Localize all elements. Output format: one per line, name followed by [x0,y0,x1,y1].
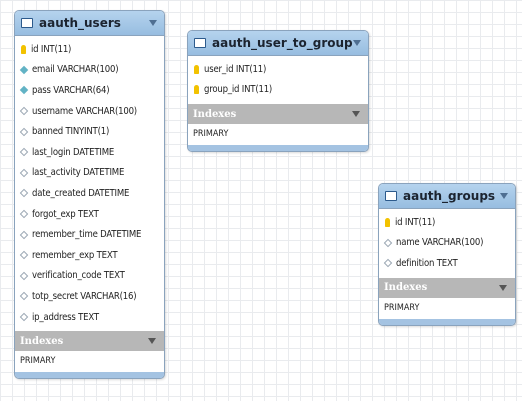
column-text: name VARCHAR(100) [396,237,484,249]
column-row[interactable]: definition TEXT [379,253,515,274]
column-row[interactable]: ip_address TEXT [15,307,164,328]
column-text: remember_time DATETIME [32,229,142,241]
collapse-triangle-icon[interactable] [353,40,361,46]
table-aauth-user-to-group[interactable]: aauth_user_to_group user_id INT(11) grou… [187,30,369,153]
empty-diamond-icon [19,312,29,322]
column-list: id INT(11) email VARCHAR(100) pass VARCH… [15,36,164,331]
table-aauth-users[interactable]: aauth_users id INT(11) email VARCHAR(100… [14,10,165,380]
index-row[interactable]: PRIMARY [379,298,515,319]
column-text: totp_secret VARCHAR(16) [32,290,137,302]
column-row[interactable]: banned TINYINT(1) [15,121,164,142]
empty-diamond-icon [19,189,29,198]
column-text: ip_address TEXT [32,311,99,323]
empty-diamond-icon [19,209,29,219]
column-text: definition TEXT [396,257,458,269]
column-text: remember_exp TEXT [32,249,118,261]
column-text: group_id INT(11) [204,84,273,96]
column-row[interactable]: remember_exp TEXT [15,245,164,266]
key-icon [21,44,26,54]
column-row[interactable]: email VARCHAR(100) [15,60,164,81]
column-row[interactable]: user_id INT(11) [188,59,368,80]
table-name: aauth_groups [403,189,496,203]
collapse-triangle-icon[interactable] [500,193,508,199]
table-header[interactable]: aauth_users [15,11,164,36]
column-row[interactable]: remember_time DATETIME [15,224,164,245]
column-text: id INT(11) [395,216,436,228]
column-list: id INT(11) name VARCHAR(100) definition … [379,209,515,278]
collapse-triangle-icon[interactable] [148,338,156,345]
column-text: forgot_exp TEXT [32,208,99,220]
column-text: verification_code TEXT [32,270,125,282]
key-icon [385,217,390,227]
filled-diamond-icon [19,65,29,75]
key-icon [194,85,199,95]
empty-diamond-icon [19,127,29,136]
index-row[interactable]: PRIMARY [15,351,164,373]
table-footer [188,145,368,152]
table-icon [21,18,33,28]
column-row[interactable]: last_activity DATETIME [15,163,164,184]
empty-diamond-icon [19,271,29,281]
column-row[interactable]: name VARCHAR(100) [379,233,515,254]
column-row[interactable]: totp_secret VARCHAR(16) [15,286,164,307]
indexes-label: Indexes [20,335,64,347]
filled-diamond-icon [19,86,29,95]
table-icon [194,38,206,48]
column-row[interactable]: date_created DATETIME [15,183,164,204]
column-row[interactable]: verification_code TEXT [15,266,164,287]
index-row[interactable]: PRIMARY [188,124,368,146]
table-header[interactable]: aauth_groups [379,184,515,209]
indexes-header[interactable]: Indexes [15,331,164,352]
table-aauth-groups[interactable]: aauth_groups id INT(11) name VARCHAR(100… [378,183,516,326]
collapse-triangle-icon[interactable] [499,284,507,291]
empty-diamond-icon [19,250,29,260]
table-name: aauth_users [39,16,121,30]
indexes-label: Indexes [384,282,428,294]
column-text: last_login DATETIME [32,146,115,158]
column-row[interactable]: id INT(11) [15,39,164,60]
indexes-header[interactable]: Indexes [379,277,515,298]
column-text: last_activity DATETIME [32,167,125,179]
column-text: email VARCHAR(100) [32,64,119,76]
empty-diamond-icon [19,292,29,301]
key-icon [194,64,199,74]
column-text: date_created DATETIME [32,187,130,199]
column-row[interactable]: username VARCHAR(100) [15,101,164,122]
column-text: user_id INT(11) [204,63,267,75]
collapse-triangle-icon[interactable] [352,111,360,118]
column-row[interactable]: forgot_exp TEXT [15,204,164,225]
column-text: banned TINYINT(1) [32,126,110,138]
column-row[interactable]: last_login DATETIME [15,142,164,163]
table-header[interactable]: aauth_user_to_group [188,31,368,56]
table-footer [379,318,515,325]
empty-diamond-icon [383,238,393,248]
column-text: pass VARCHAR(64) [32,84,110,96]
collapse-triangle-icon[interactable] [149,20,157,26]
empty-diamond-icon [19,148,29,157]
column-row[interactable]: pass VARCHAR(64) [15,80,164,101]
indexes-header[interactable]: Indexes [188,104,368,125]
column-text: id INT(11) [31,43,72,55]
column-row[interactable]: group_id INT(11) [188,80,368,101]
empty-diamond-icon [19,106,29,116]
indexes-label: Indexes [193,108,237,120]
table-name: aauth_user_to_group [212,36,353,50]
column-list: user_id INT(11) group_id INT(11) [188,56,368,104]
empty-diamond-icon [383,259,393,268]
column-row[interactable]: id INT(11) [379,212,515,233]
table-footer [15,372,164,379]
column-text: username VARCHAR(100) [32,105,137,117]
table-icon [385,191,397,201]
empty-diamond-icon [19,230,29,239]
empty-diamond-icon [19,168,29,178]
